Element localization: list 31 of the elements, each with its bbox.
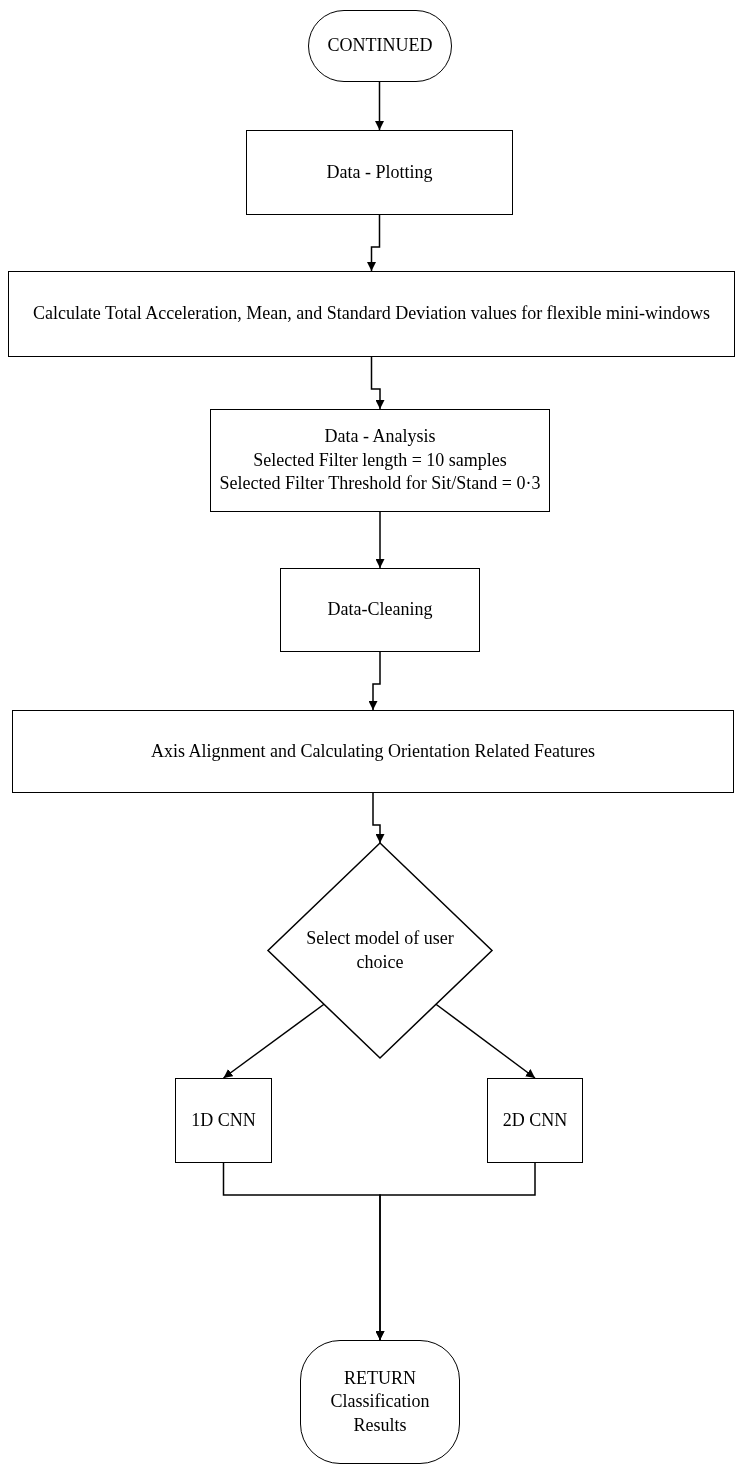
node-text: RETURN bbox=[344, 1366, 416, 1390]
node-text: Data - Analysis bbox=[324, 425, 436, 449]
node-text: Selected Filter Threshold for Sit/Stand = 0·3 bbox=[219, 472, 541, 496]
arrow bbox=[375, 81, 384, 131]
node-text: Data-Cleaning bbox=[327, 598, 433, 622]
process-box bbox=[246, 130, 513, 215]
arrow bbox=[222, 1003, 325, 1079]
process-box bbox=[12, 710, 734, 793]
process-box bbox=[210, 409, 550, 512]
arrow bbox=[375, 1162, 536, 1341]
arrow bbox=[435, 1003, 536, 1079]
node-text: 2D CNN bbox=[502, 1108, 568, 1132]
node-text: Classification Results bbox=[329, 1390, 431, 1437]
arrow bbox=[372, 792, 385, 844]
node-text: 1D CNN bbox=[191, 1108, 256, 1132]
terminal-pill bbox=[300, 1340, 460, 1464]
decision-diamond bbox=[268, 843, 492, 1058]
arrow bbox=[370, 356, 385, 410]
arrow bbox=[375, 511, 385, 569]
node-text: CONTINUED bbox=[327, 34, 433, 58]
node-text: Axis Alignment and Calculating Orientation Related Features bbox=[151, 739, 595, 763]
process-box bbox=[487, 1078, 583, 1163]
node-text: Calculate Total Acceleration, Mean, and Standard Deviation values for flexible mini-windows bbox=[32, 302, 711, 326]
node-text: Data - Plotting bbox=[326, 160, 433, 184]
node-text: Selected Filter length = 10 samples bbox=[253, 448, 507, 472]
arrow bbox=[368, 651, 381, 711]
process-box bbox=[175, 1078, 272, 1163]
node-text: Select model of user choice bbox=[305, 927, 455, 974]
process-box bbox=[280, 568, 480, 652]
process-box bbox=[8, 271, 735, 357]
arrow bbox=[367, 214, 381, 272]
